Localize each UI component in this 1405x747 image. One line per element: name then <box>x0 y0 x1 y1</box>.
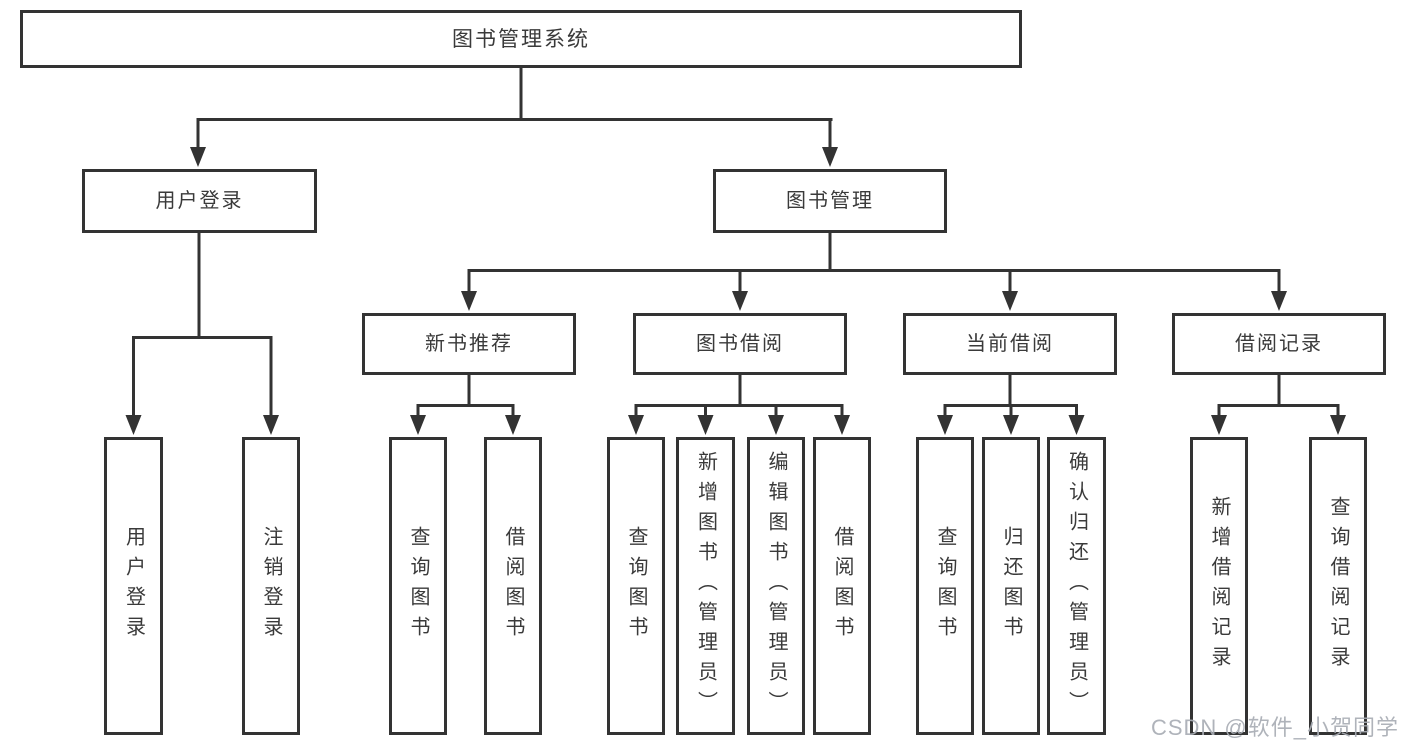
node-label: 编辑图书（管理员） <box>765 451 787 721</box>
arrow-down-icon <box>505 415 521 435</box>
node-label: 图书管理系统 <box>452 27 590 51</box>
arrow-down-icon <box>628 415 644 435</box>
leaf-query-borrow-record: 查询借阅记录 <box>1309 437 1367 735</box>
arrow-down-icon <box>822 147 838 167</box>
arrow-down-icon <box>1068 415 1085 435</box>
node-label: 查询图书 <box>625 526 647 646</box>
node-label: 用户登录 <box>155 190 244 212</box>
arrow-down-icon <box>732 291 748 311</box>
arrow-down-icon <box>768 415 784 435</box>
node-book-management: 图书管理 <box>713 169 947 233</box>
node-label: 借阅记录 <box>1235 333 1323 355</box>
node-new-book-recommend: 新书推荐 <box>362 313 576 375</box>
leaf-borrow-books-2: 借阅图书 <box>813 437 871 735</box>
arrow-down-icon <box>125 415 142 435</box>
arrow-down-icon <box>461 291 477 311</box>
node-label: 归还图书 <box>1000 526 1022 646</box>
node-label: 注销登录 <box>260 526 282 646</box>
node-borrow-records: 借阅记录 <box>1172 313 1386 375</box>
leaf-logout: 注销登录 <box>242 437 300 735</box>
node-label: 新增图书（管理员） <box>694 451 717 721</box>
leaf-add-borrow-record: 新增借阅记录 <box>1190 437 1248 735</box>
node-label: 查询图书 <box>407 526 429 646</box>
node-label: 图书借阅 <box>696 333 784 355</box>
node-label: 查询图书 <box>934 526 956 646</box>
arrow-down-icon <box>1003 415 1019 435</box>
arrow-down-icon <box>1211 415 1227 435</box>
arrow-down-icon <box>410 415 426 435</box>
arrow-down-icon <box>190 147 206 167</box>
leaf-borrow-books-1: 借阅图书 <box>484 437 542 735</box>
node-label: 确认归还（管理员） <box>1065 451 1088 721</box>
node-book-borrow: 图书借阅 <box>633 313 847 375</box>
leaf-query-books-1: 查询图书 <box>389 437 447 735</box>
node-label: 当前借阅 <box>966 333 1054 355</box>
arrow-down-icon <box>1271 291 1287 311</box>
csdn-watermark: CSDN @软件_小贺同学 <box>1150 715 1399 740</box>
leaf-query-books-2: 查询图书 <box>607 437 665 735</box>
node-root-system: 图书管理系统 <box>20 10 1022 68</box>
arrowheads <box>125 147 1346 435</box>
arrow-down-icon <box>1002 291 1018 311</box>
node-label: 新书推荐 <box>425 333 513 355</box>
node-current-borrow: 当前借阅 <box>903 313 1117 375</box>
node-label: 用户登录 <box>122 526 145 646</box>
arrow-down-icon <box>697 415 714 435</box>
node-user-login: 用户登录 <box>82 169 317 233</box>
arrow-down-icon <box>263 415 279 435</box>
node-label: 查询借阅记录 <box>1327 496 1349 676</box>
arrow-down-icon <box>1330 415 1346 435</box>
node-label: 借阅图书 <box>831 526 853 646</box>
leaf-query-books-3: 查询图书 <box>916 437 974 735</box>
leaf-add-books-admin: 新增图书（管理员） <box>676 437 735 735</box>
leaf-return-books: 归还图书 <box>982 437 1040 735</box>
leaf-edit-books-admin: 编辑图书（管理员） <box>747 437 805 735</box>
node-label: 新增借阅记录 <box>1208 496 1230 676</box>
leaf-user-login: 用户登录 <box>104 437 163 735</box>
arrow-down-icon <box>834 415 850 435</box>
arrow-down-icon <box>937 415 953 435</box>
leaf-confirm-return-admin: 确认归还（管理员） <box>1047 437 1106 735</box>
node-label: 借阅图书 <box>502 526 524 646</box>
node-label: 图书管理 <box>786 190 874 212</box>
